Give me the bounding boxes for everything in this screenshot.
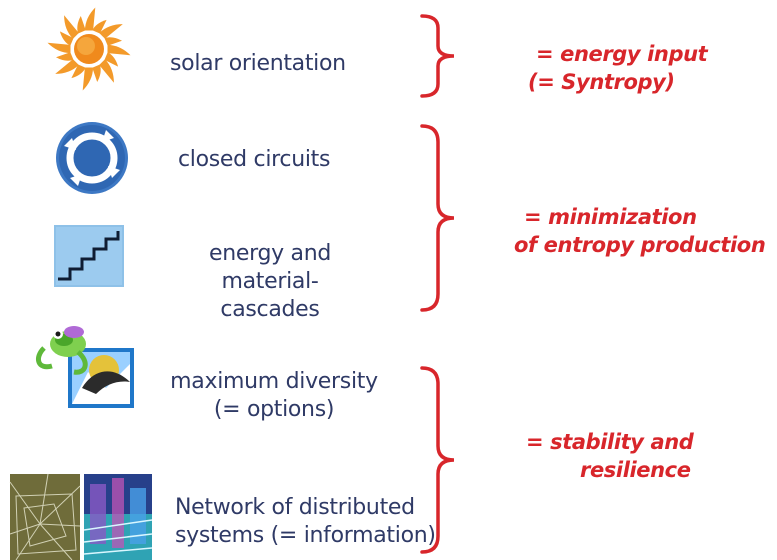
- result-stability-resilience: = stability and resilience: [526, 430, 694, 482]
- brace-group-3: [420, 366, 455, 554]
- circuit-tech-icon: [83, 474, 153, 560]
- sun-ray: [99, 24, 123, 39]
- frog-diversity-icon: [35, 326, 134, 408]
- sun-ray: [84, 7, 96, 31]
- sun-ray: [77, 16, 86, 34]
- sun-ray: [55, 59, 79, 74]
- label-maximum-diversity: maximum diversity (= options): [170, 369, 378, 422]
- result-minimization-entropy: = minimization of entropy production: [514, 205, 766, 257]
- circular-arrows-icon: [56, 122, 128, 194]
- label-network-systems: Network of distributed systems (= inform…: [175, 495, 436, 548]
- network-photo-icon: [9, 473, 153, 560]
- sun-ray: [64, 15, 79, 39]
- sun-ray: [71, 64, 86, 79]
- brace-group-2: [420, 124, 455, 312]
- sun-ray: [59, 31, 74, 46]
- label-solar-orientation: solar orientation: [170, 51, 346, 76]
- cracked-glass-icon: [9, 473, 81, 560]
- label-closed-circuits: closed circuits: [178, 147, 331, 172]
- sun-ray: [107, 44, 131, 56]
- sun-ray: [92, 19, 107, 34]
- sun-ray: [92, 64, 101, 82]
- staircase-icon: [54, 225, 124, 287]
- label-energy-cascades: energy and material- cascades: [208, 241, 332, 322]
- result-energy-input: = energy input (= Syntropy): [528, 42, 708, 94]
- sun-ray: [104, 37, 122, 46]
- sun-ray: [56, 52, 74, 61]
- sun-icon: [47, 7, 131, 91]
- sun-ray: [99, 59, 114, 83]
- brace-group-1: [420, 14, 455, 98]
- sun-ray: [82, 67, 94, 91]
- sun-ray: [104, 52, 119, 67]
- sun-ray: [47, 42, 71, 54]
